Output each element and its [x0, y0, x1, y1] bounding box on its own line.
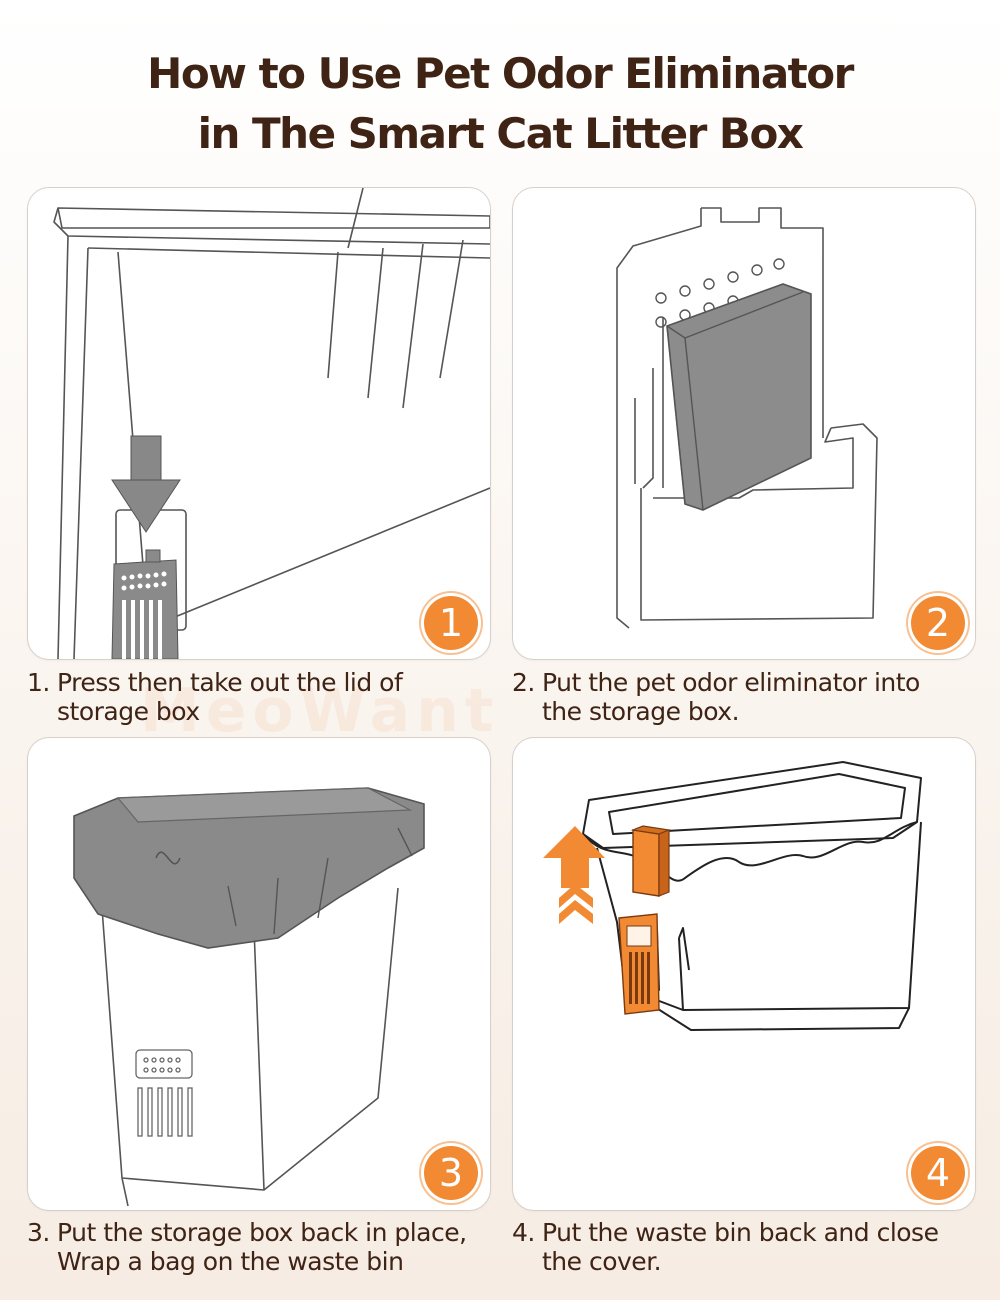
step-4-caption-number: 4.: [512, 1218, 535, 1247]
storage-lid-icon: [111, 549, 179, 659]
step-2-badge: 2: [911, 596, 965, 650]
step-2-caption-number: 2.: [512, 668, 535, 697]
odor-eliminator-icon: [666, 283, 812, 511]
step-3-illustration: [73, 787, 425, 1207]
step-1-illustration: [53, 188, 490, 659]
step-2-panel: 2: [512, 187, 976, 660]
step-1-badge: 1: [424, 596, 478, 650]
step-1-panel: 1: [27, 187, 491, 660]
bag-icon: [73, 787, 425, 949]
step-1-caption-text: Press then take out the lid of storage b…: [57, 668, 403, 726]
step-4-illustration: [543, 761, 922, 1031]
step-1-caption-number: 1.: [27, 668, 50, 697]
step-3-panel: 3: [27, 737, 491, 1211]
step-4-panel: 4: [512, 737, 976, 1211]
down-arrow-icon: [111, 435, 181, 533]
step-2-illustration: [616, 207, 878, 629]
step-3-caption-text: Put the storage box back in place, Wrap …: [57, 1218, 467, 1276]
step-4-caption: 4. Put the waste bin back and close the …: [512, 1218, 972, 1278]
step-4-caption-text: Put the waste bin back and close the cov…: [542, 1218, 939, 1276]
step-3-caption-number: 3.: [27, 1218, 50, 1247]
up-arrow-icon: [543, 826, 605, 924]
step-2-caption-text: Put the pet odor eliminator into the sto…: [542, 668, 920, 726]
step-3-badge: 3: [424, 1146, 478, 1200]
title-line-2: in The Smart Cat Litter Box: [197, 109, 804, 158]
step-4-badge: 4: [911, 1146, 965, 1200]
title-line-1: How to Use Pet Odor Eliminator: [147, 49, 854, 98]
page-title: How to Use Pet Odor Eliminator in The Sm…: [0, 44, 1000, 164]
step-3-caption: 3. Put the storage box back in place, Wr…: [27, 1218, 497, 1278]
step-2-caption: 2. Put the pet odor eliminator into the …: [512, 668, 972, 728]
step-1-caption: 1. Press then take out the lid of storag…: [27, 668, 487, 728]
brand-watermark: MeoWant: [140, 676, 500, 746]
odor-eliminator-cartridge-icon: [630, 825, 672, 897]
storage-lid-icon: [618, 913, 660, 1015]
